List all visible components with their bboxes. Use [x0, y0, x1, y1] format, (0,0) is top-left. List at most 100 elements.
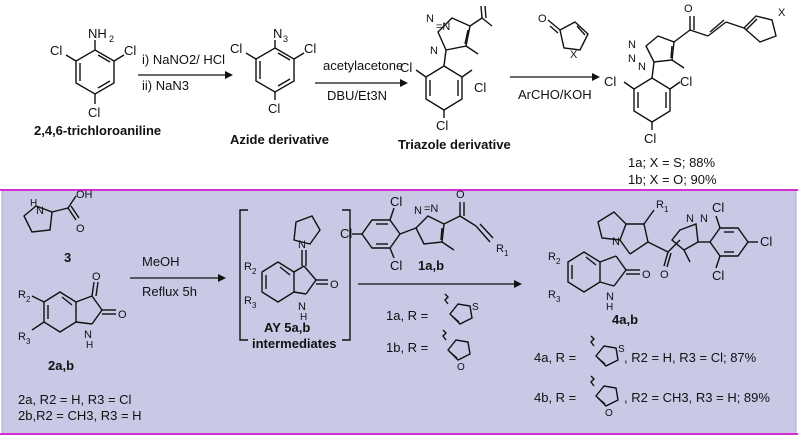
svg-text:1: 1: [504, 249, 509, 258]
triazole-structure: N=N N Cl Cl Cl: [400, 5, 493, 133]
svg-text:Cl: Cl: [712, 200, 724, 215]
r-1b: 1b, R =: [386, 340, 428, 355]
svg-text:3: 3: [26, 337, 31, 346]
svg-text:N: N: [298, 239, 306, 251]
svg-text:O: O: [92, 271, 101, 283]
step2-below: DBU/Et3N: [327, 88, 387, 103]
ay-label-1: AY 5a,b: [264, 320, 310, 335]
svg-text:Cl: Cl: [340, 226, 352, 241]
thiophene-icon-4a: S: [590, 335, 625, 367]
compound-1ab-label: 1a,b: [418, 258, 444, 273]
svg-text:H: H: [30, 198, 37, 209]
azide-label: Azide derivative: [230, 132, 329, 147]
svg-text:N: N: [606, 291, 614, 303]
svg-text:O: O: [456, 189, 465, 201]
svg-text:O: O: [457, 362, 465, 373]
svg-text:R: R: [244, 295, 252, 307]
svg-text:Cl: Cl: [268, 101, 280, 116]
furan-icon: O: [442, 329, 471, 373]
svg-text:Cl: Cl: [436, 118, 448, 133]
svg-text:Cl: Cl: [400, 60, 412, 75]
step3-below: ArCHO/KOH: [518, 87, 592, 102]
svg-text:N: N: [628, 53, 636, 65]
svg-text:R: R: [18, 289, 26, 301]
svg-text:1: 1: [664, 205, 669, 214]
r-4b-tail: , R2 = CH3, R3 = H; 89%: [624, 390, 770, 405]
compound-3-label: 3: [64, 250, 71, 265]
svg-text:S: S: [618, 344, 625, 355]
svg-text:Cl: Cl: [760, 234, 772, 249]
svg-text:Cl: Cl: [390, 194, 402, 209]
furan-icon-4b: O: [590, 375, 619, 419]
thiophene-icon: S: [444, 293, 479, 325]
svg-text:N: N: [686, 213, 694, 225]
svg-text:O: O: [538, 13, 547, 25]
svg-text:O: O: [642, 269, 651, 281]
svg-text:N: N: [273, 26, 282, 41]
chalcone-structure: O X N N N Cl Cl Cl: [604, 3, 786, 146]
svg-text:R: R: [656, 199, 664, 211]
svg-text:N: N: [430, 45, 438, 57]
compound-4ab-label: 4a,b: [612, 312, 638, 327]
svg-text:N: N: [84, 329, 92, 341]
compound-2ab-label: 2a,b: [48, 358, 74, 373]
svg-text:OH: OH: [76, 189, 93, 201]
svg-text:N: N: [628, 39, 636, 51]
svg-text:H: H: [300, 312, 307, 323]
svg-text:Cl: Cl: [88, 105, 100, 120]
r-1a: 1a, R =: [386, 308, 428, 323]
svg-text:=N: =N: [436, 21, 450, 33]
r-4a-tail: , R2 = H, R3 = Cl; 87%: [624, 350, 757, 365]
svg-text:Cl: Cl: [230, 41, 242, 56]
svg-text:Cl: Cl: [50, 43, 62, 58]
svg-text:NH: NH: [88, 26, 107, 41]
svg-text:R: R: [18, 331, 26, 343]
svg-text:2: 2: [556, 257, 561, 266]
svg-text:2: 2: [26, 295, 31, 304]
svg-text:O: O: [684, 3, 693, 15]
aldehyde-structure: O X: [538, 13, 589, 61]
product-1a-label: 1a; X = S; 88%: [628, 155, 716, 170]
svg-text:S: S: [472, 302, 479, 313]
step1-line1: i) NaNO2/ HCl: [142, 52, 225, 67]
svg-text:X: X: [778, 7, 786, 19]
svg-text:X: X: [570, 49, 578, 61]
svg-text:=N: =N: [424, 203, 438, 215]
step1-line2: ii) NaN3: [142, 78, 189, 93]
svg-text:R: R: [244, 261, 252, 273]
svg-text:Cl: Cl: [390, 258, 402, 273]
bracket-left: [239, 209, 248, 341]
def-2b: 2b,R2 = CH3, R3 = H: [18, 408, 142, 423]
svg-text:Cl: Cl: [124, 43, 136, 58]
svg-text:H: H: [86, 340, 93, 351]
svg-text:N: N: [414, 205, 422, 217]
svg-text:Cl: Cl: [474, 80, 486, 95]
svg-text:2: 2: [109, 34, 114, 44]
svg-text:N: N: [612, 236, 620, 248]
def-2a: 2a, R2 = H, R3 = Cl: [18, 392, 132, 407]
svg-text:R: R: [496, 243, 504, 255]
ay-label-2: intermediates: [252, 336, 337, 351]
svg-text:H: H: [606, 302, 613, 313]
svg-text:3: 3: [252, 301, 257, 310]
svg-text:O: O: [118, 309, 127, 321]
svg-text:Cl: Cl: [304, 41, 316, 56]
bottom-panel: [1, 189, 797, 435]
svg-text:O: O: [76, 223, 85, 235]
product-1b-label: 1b; X = O; 90%: [628, 172, 717, 187]
svg-text:2: 2: [252, 267, 257, 276]
bracket-right: [342, 209, 351, 341]
svg-text:N: N: [700, 213, 708, 225]
r-4a: 4a, R =: [534, 350, 576, 365]
svg-text:R: R: [548, 289, 556, 301]
svg-text:Cl: Cl: [604, 74, 616, 89]
svg-text:3: 3: [556, 295, 561, 304]
svg-text:3: 3: [283, 34, 288, 44]
